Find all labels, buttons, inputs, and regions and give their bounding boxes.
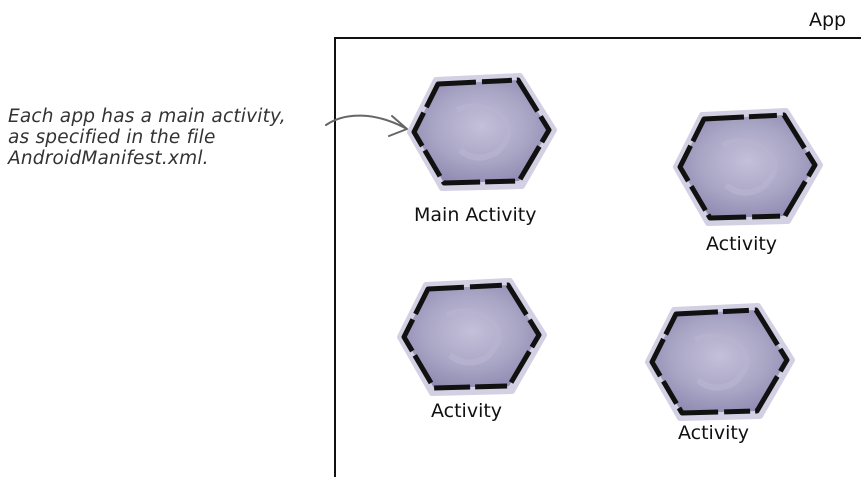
activity-node (668, 95, 828, 235)
hexagon-icon (673, 108, 823, 226)
activity-node (640, 290, 800, 430)
activity-label: Activity (431, 400, 503, 422)
activity-node (392, 265, 552, 405)
annotation-line: Each app has a main activity, (8, 106, 286, 127)
hexagon-icon (407, 73, 557, 191)
annotation-line: AndroidManifest.xml. (8, 148, 209, 169)
app-frame (334, 37, 861, 477)
hexagon-icon (397, 278, 547, 396)
main-activity-annotation: Each app has a main activity, as specifi… (8, 106, 328, 169)
main-activity-node (402, 60, 562, 200)
hexagon-icon (645, 303, 795, 421)
activity-label: Activity (706, 233, 778, 255)
main-activity-label: Main Activity (414, 204, 537, 226)
annotation-line: as specified in the file (8, 127, 216, 148)
app-label: App (809, 9, 847, 31)
activity-label: Activity (678, 422, 750, 444)
